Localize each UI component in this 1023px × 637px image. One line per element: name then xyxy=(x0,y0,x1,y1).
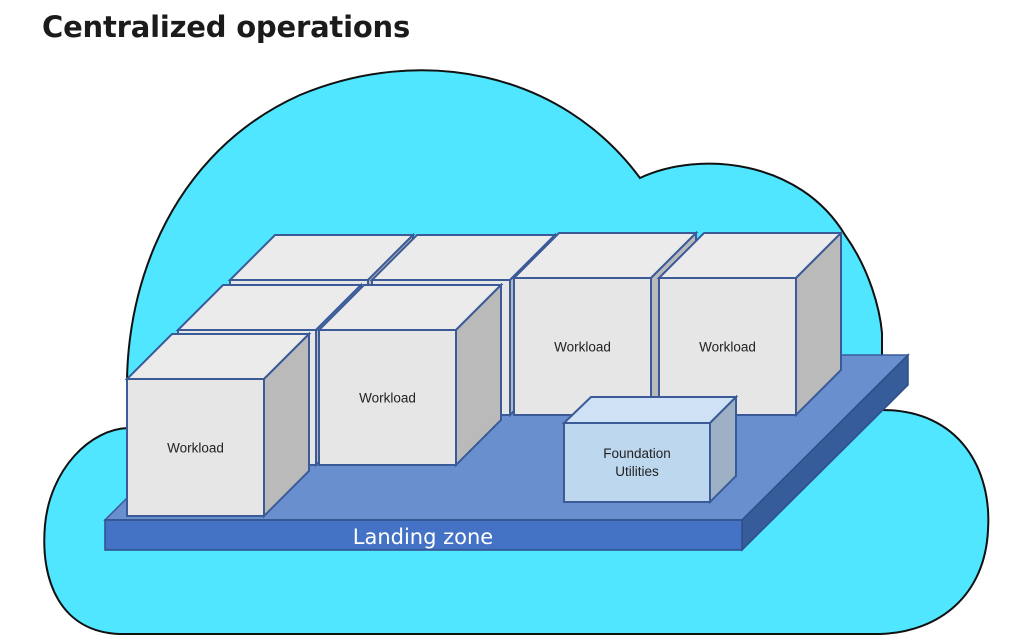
workload-label: Workload xyxy=(554,340,611,355)
workload-label: Workload xyxy=(359,391,416,406)
landing-zone-label: Landing zone xyxy=(353,525,493,549)
foundation-label-line2: Utilities xyxy=(615,464,659,479)
platform-front-face xyxy=(104,519,743,551)
workload-label: Workload xyxy=(699,340,756,355)
page-title: Centralized operations xyxy=(42,10,411,44)
foundation-label-line1: Foundation xyxy=(603,446,671,461)
workload-cube: Workload xyxy=(656,230,844,418)
foundation-top-face xyxy=(561,396,739,424)
cube-front-face xyxy=(126,378,265,517)
workload-label: Workload xyxy=(167,441,224,456)
workload-cube: Workload xyxy=(316,282,504,468)
foundation-front-face xyxy=(563,422,711,503)
foundation-utilities-box: Foundation Utilities xyxy=(561,394,739,505)
workload-cube: Workload xyxy=(124,331,312,519)
cube-front-face xyxy=(318,329,457,466)
